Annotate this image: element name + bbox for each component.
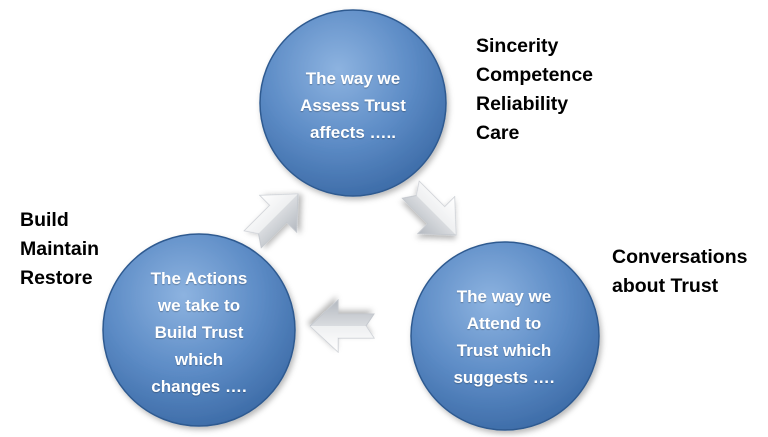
- circle-text-line: which: [174, 349, 224, 369]
- list-item: Reliability: [476, 93, 569, 115]
- circle-attend-text: The way we Attend to Trust which suggest…: [416, 272, 592, 402]
- list-item: Maintain: [20, 238, 100, 260]
- circle-actions-text: The Actions we take to Build Trust which…: [110, 262, 288, 402]
- circle-text-line: changes ….: [151, 376, 247, 396]
- circle-text-line: suggests ….: [453, 368, 555, 387]
- circle-assess-trust: [259, 9, 447, 197]
- circle-text-line: we take to: [157, 295, 241, 315]
- circle-text-line: Attend to: [466, 314, 542, 333]
- arrow-left-icon: [309, 298, 375, 354]
- list-item: Competence: [476, 64, 594, 86]
- circle-text-line: Build Trust: [154, 322, 244, 342]
- list-item: Sincerity: [476, 35, 559, 57]
- list-item: Build: [20, 209, 69, 231]
- list-item: Care: [476, 122, 520, 144]
- actions-list: Build Maintain Restore: [20, 206, 99, 293]
- attend-list: Conversations about Trust: [612, 243, 747, 301]
- list-item: Restore: [20, 267, 93, 289]
- circle-attend-to-trust: [410, 241, 600, 431]
- circle-text-line: Trust which: [456, 341, 552, 360]
- list-item: Conversations: [612, 246, 748, 268]
- assess-factors-list: Sincerity Competence Reliability Care: [476, 32, 593, 148]
- arrow-up-right-icon: [243, 193, 299, 249]
- circle-assess-text: The way we Assess Trust affects …..: [268, 40, 438, 170]
- circle-text-line: Assess Trust: [300, 95, 406, 115]
- list-item: about Trust: [612, 275, 719, 297]
- circle-actions-build-trust: [102, 233, 296, 427]
- circle-text-line: The Actions: [150, 268, 248, 288]
- circle-text-line: affects …..: [310, 122, 396, 142]
- circle-text-line: The way we: [456, 287, 552, 306]
- circle-text-line: The way we: [305, 68, 401, 88]
- arrow-down-right-icon: [401, 180, 457, 236]
